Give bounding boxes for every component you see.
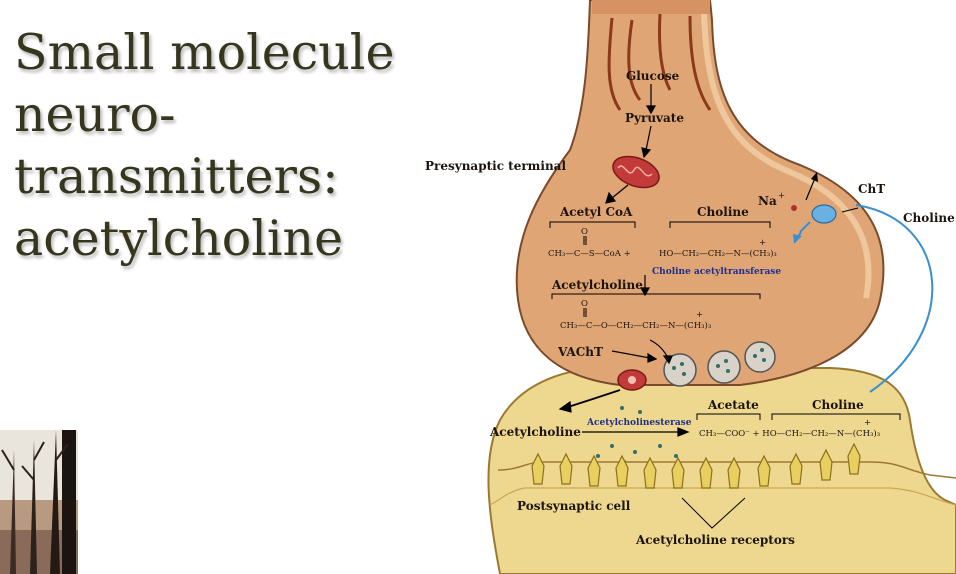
title-line: neuro- xyxy=(14,86,176,143)
acetylcholine-cleft-label: Acetylcholine xyxy=(489,425,581,439)
choline-transporter xyxy=(791,172,934,393)
title-line: acetylcholine xyxy=(14,210,344,267)
synaptic-vesicles xyxy=(617,341,776,391)
acetylcholinesterase-label: Acetylcholinesterase xyxy=(586,418,692,428)
equation-choline: HO—CH₂—CH₂—N—(CH₃)₃ xyxy=(659,248,777,259)
presynaptic-terminal-label: Presynaptic terminal xyxy=(425,159,566,173)
choline-outside-label: Choline xyxy=(903,211,955,225)
vacht-label: VAChT xyxy=(557,345,603,359)
equation-acetylcholine: CH₃—C—O—CH₂—CH₂—N—(CH₃)₃ xyxy=(560,320,711,331)
equation-hydrolysis: CH₃—COO⁻ + HO—CH₂—CH₂—N—(CH₃)₃ xyxy=(699,428,880,439)
equation-acetyl-coa: CH₃—C—S—CoA + xyxy=(548,249,631,259)
na-label: Na xyxy=(758,194,777,208)
na-charge: + xyxy=(778,191,785,201)
mitochondrion-icon xyxy=(612,155,660,189)
acetate-label: Acetate xyxy=(707,398,759,412)
carbonyl-o-1: O xyxy=(581,227,588,237)
slide-title: Small molecule neuro- transmitters: acet… xyxy=(14,22,434,270)
choline-product-label: Choline xyxy=(812,398,864,412)
pyruvate-label: Pyruvate xyxy=(625,111,684,125)
n-plus-1: + xyxy=(759,238,766,248)
metabolic-arrows xyxy=(558,84,690,437)
title-line: Small molecule xyxy=(14,24,395,81)
n-plus-3: + xyxy=(864,418,871,428)
cht-label: ChT xyxy=(858,182,885,196)
acetylcholine-inside-label: Acetylcholine xyxy=(551,278,643,292)
brackets xyxy=(549,221,901,529)
thumbnail-photo xyxy=(0,430,78,574)
choline-acetyltransferase-label: Choline acetyltransferase xyxy=(652,267,781,277)
acetylcholine-receptors xyxy=(531,442,861,489)
carbonyl-o-2: O xyxy=(581,299,588,309)
presynaptic-terminal xyxy=(515,0,885,391)
n-plus-2: + xyxy=(696,310,703,320)
title-line: transmitters: xyxy=(14,148,339,205)
glucose-label: Glucose xyxy=(626,69,680,83)
acetylcholine-receptors-label: Acetylcholine receptors xyxy=(635,533,795,547)
acetyl-coa-label: Acetyl CoA xyxy=(559,205,633,219)
postsynaptic-cell-label: Postsynaptic cell xyxy=(517,499,631,513)
choline-inside-label: Choline xyxy=(697,205,749,219)
